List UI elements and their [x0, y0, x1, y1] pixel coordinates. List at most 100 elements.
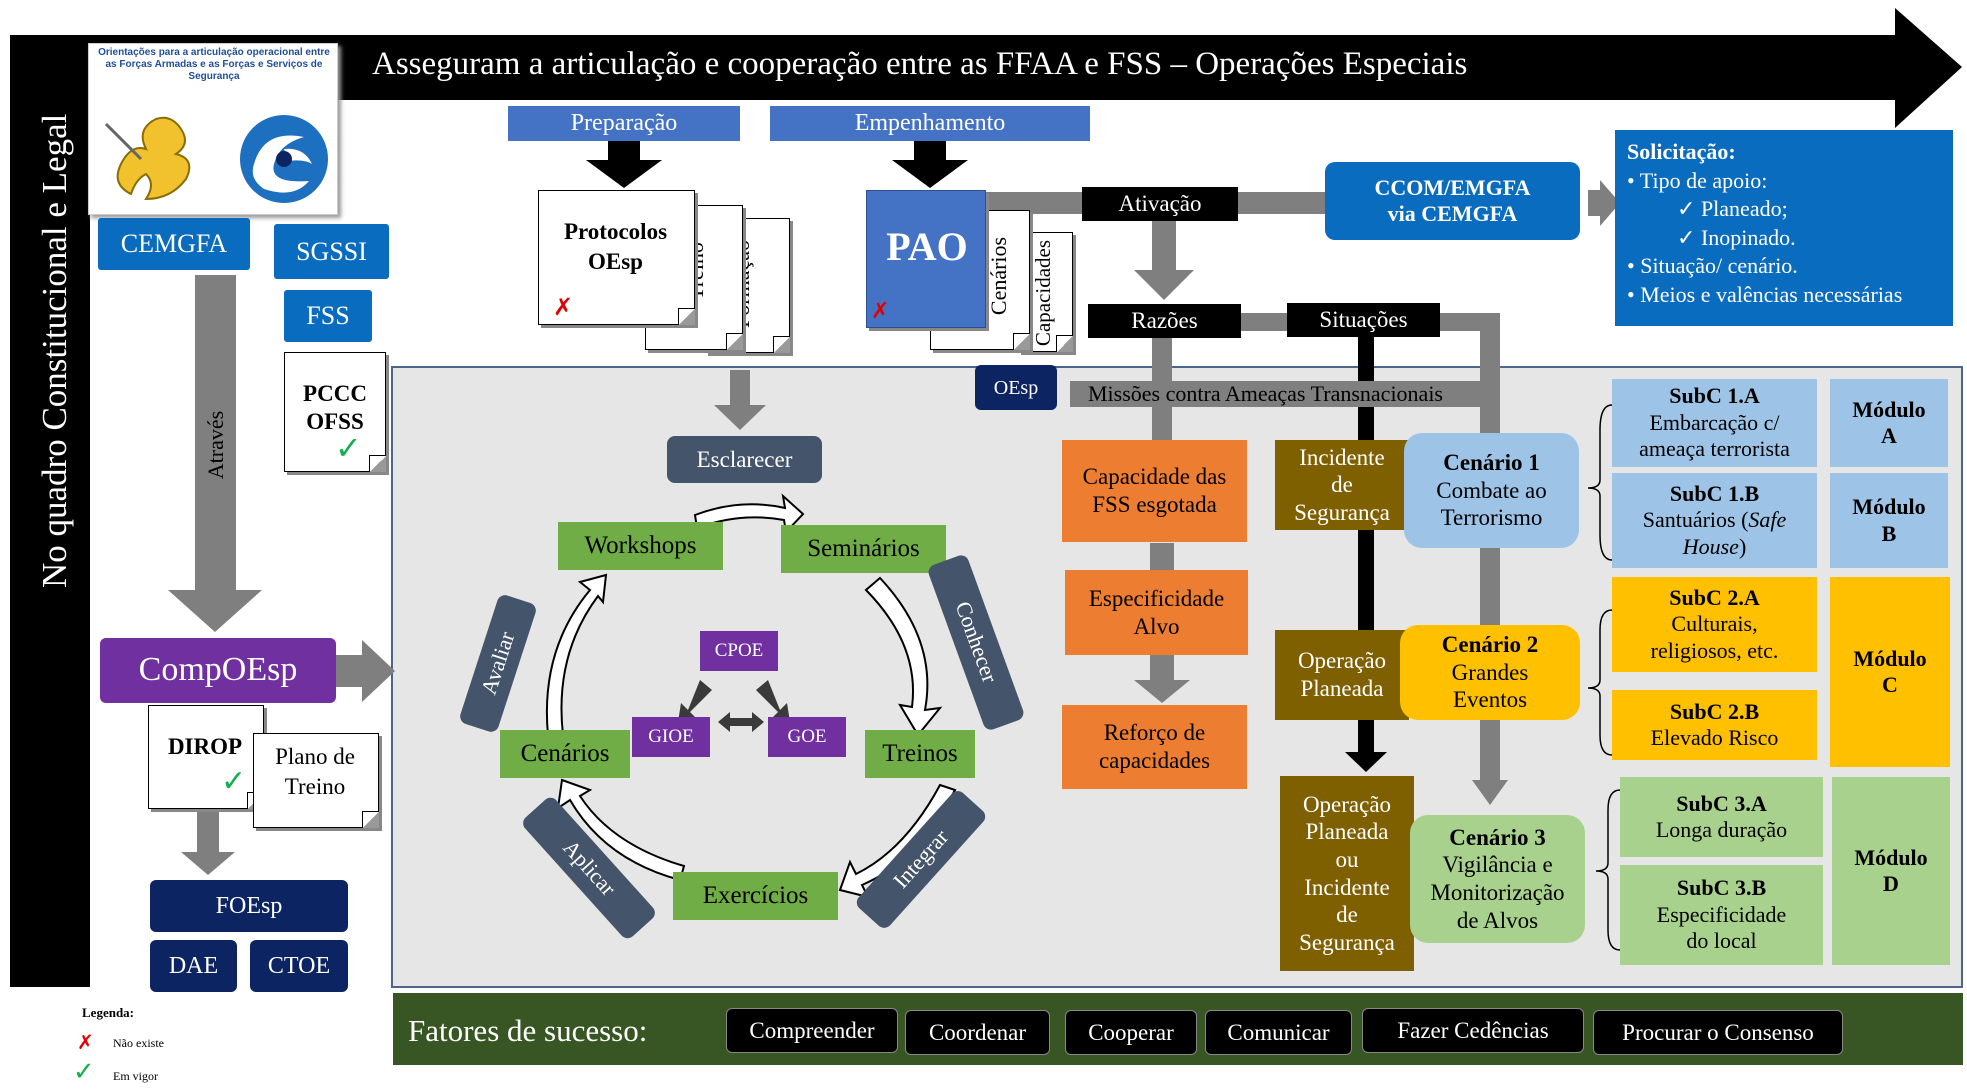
fator-coordenar: Coordenar [905, 1010, 1050, 1055]
treinos-box: Treinos [865, 730, 975, 778]
razao-reforco-line1: Reforço de [1103, 720, 1206, 746]
check-icon: ✓ [73, 1057, 95, 1087]
modulo-a-label: Módulo [1852, 396, 1926, 422]
subc-3a-line1: Longa duração [1655, 817, 1788, 842]
cenario2-box: Cenário 2 Grandes Eventos [1400, 625, 1580, 720]
pao-label: PAO [886, 224, 968, 269]
subc-2a-box: SubC 2.A Culturais, religiosos, etc. [1612, 577, 1817, 672]
oesp-label: OEsp [588, 249, 643, 274]
modulo-a-letter: A [1881, 423, 1897, 448]
seminarios-box: Seminários [781, 525, 946, 573]
fator-cedencias: Fazer Cedências [1362, 1008, 1584, 1053]
ccom-box: CCOM/EMGFA via CEMGFA [1325, 162, 1580, 240]
modulo-b-letter: B [1881, 520, 1897, 546]
situacao-mista-line4: Incidente [1304, 874, 1390, 900]
subc-1b-line2a: House [1682, 533, 1739, 559]
cpoe-box: CPOE [700, 631, 778, 671]
planeado-item: ✓ Planeado; [1627, 195, 1953, 224]
subc-2b-line1: Elevado Risco [1650, 725, 1779, 750]
modulo-d-label: Módulo [1854, 844, 1928, 870]
situacao-mista-line3: ou [1335, 846, 1359, 872]
situacao-incidente-line1: Incidente [1299, 444, 1385, 470]
left-bar [10, 35, 90, 987]
situacao-incidente-line2: de [1331, 472, 1353, 498]
razao-reforco-box: Reforço de capacidades [1062, 705, 1247, 789]
pccc-label: PCCC [303, 381, 367, 406]
subc-3b-line1: Especificidade [1656, 901, 1787, 927]
banner-title: Asseguram a articulação e cooperação ent… [372, 46, 1468, 82]
subc-2a-line1: Culturais, [1671, 611, 1758, 637]
situacao-operacao-line2: Planeada [1300, 676, 1384, 701]
situacao-mista-box: Operação Planeada ou Incidente de Segura… [1280, 776, 1414, 971]
modulo-b-box: Módulo B [1830, 473, 1948, 568]
fator-comunicar: Comunicar [1205, 1010, 1352, 1055]
atraves-label: Através [203, 410, 228, 480]
banner-arrow [70, 8, 1962, 128]
cenario3-line2: Monitorização [1430, 880, 1565, 905]
razoes-box: Razões [1088, 304, 1241, 338]
modulo-c-letter: C [1882, 672, 1898, 697]
logo-caption: Orientações para a articulação operacion… [98, 47, 330, 82]
sss-emblem-icon [240, 115, 328, 203]
x-mark-icon: ✗ [553, 293, 574, 321]
situacao-item: • Situação/ cenário. [1627, 253, 1798, 279]
cenario3-line3: de Alvos [1456, 907, 1539, 933]
fatores-title: Fatores de sucesso: [408, 1013, 648, 1048]
inopinado-label: Inopinado. [1700, 224, 1796, 250]
cenario2-line2: Eventos [1452, 687, 1528, 713]
dirop-label: DIROP [167, 734, 243, 759]
ctoe-box: CTOE [250, 940, 348, 992]
razao-capacidade-line2: FSS esgotada [1092, 492, 1217, 517]
dae-box: DAE [150, 940, 237, 992]
modulo-a-box: Módulo A [1830, 379, 1948, 467]
subc-2b-box: SubC 2.B Elevado Risco [1612, 690, 1817, 760]
cenario3-title: Cenário 3 [1449, 824, 1546, 850]
cycle-arrow-left [545, 573, 608, 736]
empenhamento-box: Empenhamento [770, 106, 1090, 141]
subc-1b-line1: Santuários (Safe [1643, 507, 1787, 533]
ccom-line1: CCOM/EMGFA [1374, 174, 1531, 200]
fss-box: FSS [284, 290, 372, 342]
gioe-box: GIOE [632, 717, 710, 757]
solicitacao-title: Solicitação: [1627, 139, 1736, 164]
subc-1b-line2: House) [1683, 534, 1747, 560]
inopinado-item: ✓ Inopinado. [1627, 224, 1953, 253]
preparacao-box: Preparação [508, 106, 740, 141]
solicitacao-box: Solicitação: • Tipo de apoio: ✓ Planeado… [1615, 130, 1953, 326]
subc-1b-box: SubC 1.B Santuários (Safe House) [1612, 473, 1817, 568]
cenario3-line1: Vigilância e [1442, 852, 1553, 878]
situacao-mista-line5: de [1336, 902, 1358, 928]
cemgfa-box: CEMGFA [98, 218, 250, 270]
situacoes-box: Situações [1287, 303, 1440, 337]
modulo-d-letter: D [1883, 871, 1899, 896]
situacao-mista-line1: Operação [1302, 791, 1392, 817]
modulo-c-label: Módulo [1853, 645, 1927, 671]
protocolos-doc: Protocolos OEsp ✗ [538, 190, 695, 325]
situacao-operacao-box: Operação Planeada [1275, 630, 1409, 720]
razao-capacidade-box: Capacidade das FSS esgotada [1062, 440, 1247, 542]
razao-especificidade-box: Especificidade Alvo [1065, 570, 1248, 655]
capacidades-label: Capacidades [1031, 239, 1055, 347]
cenario2-title: Cenário 2 [1441, 632, 1539, 658]
legenda-nao-existe: Não existe [113, 1036, 164, 1050]
cycle-arrow-bottom-left [556, 778, 686, 882]
meios-item: • Meios e valências necessárias [1627, 281, 1903, 307]
subc-3b-line2: do local [1686, 928, 1757, 954]
fator-cooperar: Cooperar [1065, 1010, 1197, 1055]
workshops-box: Workshops [558, 522, 723, 570]
cenario1-line1: Combate ao [1436, 477, 1547, 503]
subc-1a-line2: ameaça terrorista [1639, 436, 1790, 462]
protocolos-label: Protocolos [563, 219, 668, 244]
subc-1b-line1a: Santuários ( [1642, 507, 1749, 533]
plano-label: Plano de [275, 744, 355, 769]
subc-1a-title: SubC 1.A [1669, 383, 1760, 409]
situacao-mista-line6: Segurança [1299, 929, 1395, 955]
fator-consenso: Procurar o Consenso [1593, 1010, 1843, 1055]
razao-especificidade-line2: Alvo [1133, 613, 1180, 639]
ccom-line2: via CEMGFA [1387, 201, 1518, 226]
pao-doc: PAO ✗ [866, 190, 986, 328]
plano-treino-doc: Plano de Treino [253, 733, 379, 828]
dirop-doc: DIROP ✓ [148, 705, 264, 809]
cenario1-line2: Terrorismo [1440, 505, 1543, 531]
modulo-d-box: Módulo D [1832, 777, 1950, 965]
